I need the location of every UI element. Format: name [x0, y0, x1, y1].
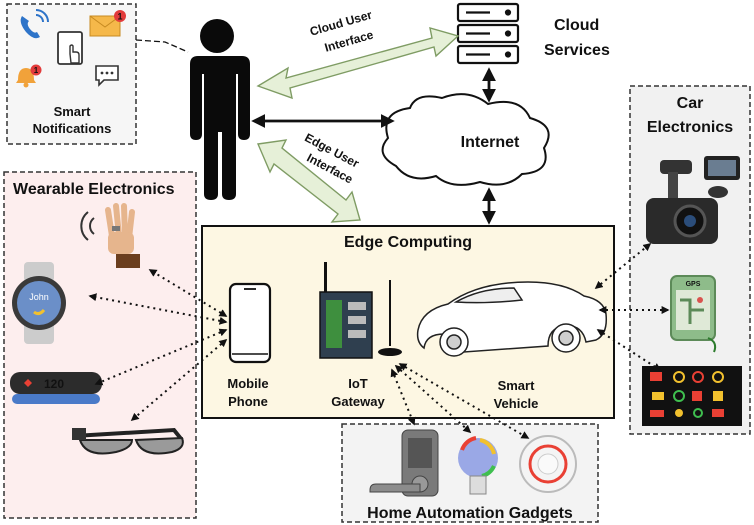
connector-car-dashboard — [596, 329, 662, 371]
cloud-user-interface-arrow — [256, 27, 460, 100]
internet-cloud-shape — [381, 93, 550, 186]
cloud-services-label-line1: Cloud — [554, 17, 599, 34]
fitness-band-icon: 120 — [10, 372, 102, 404]
person-silhouette-icon — [190, 19, 250, 200]
iot-gateway-label-line1: IoT — [348, 376, 368, 391]
connector-phone-glasses — [130, 338, 228, 422]
dashboard-warning-lights-icon — [642, 366, 742, 426]
chat-bubble-icon — [95, 65, 119, 87]
smart-notifications-label-line2: Notifications — [33, 121, 112, 136]
edge-computing-title: Edge Computing — [344, 234, 472, 251]
dashcam-icon — [646, 156, 740, 244]
edge-user-interface-arrow — [256, 139, 361, 223]
mobile-phone-label-line2: Phone — [228, 394, 268, 409]
email-icon: 1 — [89, 10, 126, 37]
wearable-electronics-title: Wearable Electronics — [13, 181, 175, 198]
mobile-phone-icon — [228, 282, 272, 364]
phone-call-icon — [20, 9, 49, 39]
smart-bulb-icon — [458, 436, 498, 495]
watch-caller-name: John — [29, 292, 49, 302]
cloud-services-label-line2: Services — [544, 42, 610, 59]
gps-label: GPS — [686, 281, 701, 288]
internet-label: Internet — [461, 134, 520, 151]
email-badge-count: 1 — [117, 12, 122, 22]
home-automation-title: Home Automation Gadgets — [367, 505, 573, 522]
bell-badge-count: 1 — [34, 66, 39, 75]
smart-vehicle-label-line1: Smart — [498, 378, 536, 393]
dotted-connectors — [88, 242, 670, 439]
gps-device-icon: GPS — [670, 275, 717, 353]
smart-ring-hand-icon — [80, 203, 140, 268]
smartwatch-icon: John — [12, 262, 66, 344]
notifications-connector — [135, 39, 189, 53]
iot-gateway-label-line2: Gateway — [331, 394, 385, 409]
car-electronics-label-line1: Car — [677, 95, 704, 112]
fitness-band-reading: 120 — [44, 377, 64, 391]
smart-vehicle-label-line2: Vehicle — [494, 396, 539, 411]
smart-door-lock-icon — [369, 429, 439, 497]
bell-icon: 1 — [16, 64, 42, 88]
smart-notifications-label-line1: Smart — [54, 104, 92, 119]
mobile-phone-label-line1: Mobile — [227, 376, 268, 391]
iot-gateway-router-icon — [319, 262, 402, 359]
smart-glasses-icon — [72, 427, 184, 455]
server-rack-icon — [456, 2, 520, 65]
tablet-touch-icon — [57, 31, 83, 65]
connector-phone-watch — [88, 293, 228, 325]
wearable-electronics-panel — [3, 171, 197, 519]
connector-gateway-detector — [398, 363, 530, 439]
car-electronics-label-line2: Electronics — [647, 119, 733, 136]
smart-smoke-detector-icon — [519, 435, 577, 493]
smart-vehicle-car-icon — [416, 281, 608, 357]
